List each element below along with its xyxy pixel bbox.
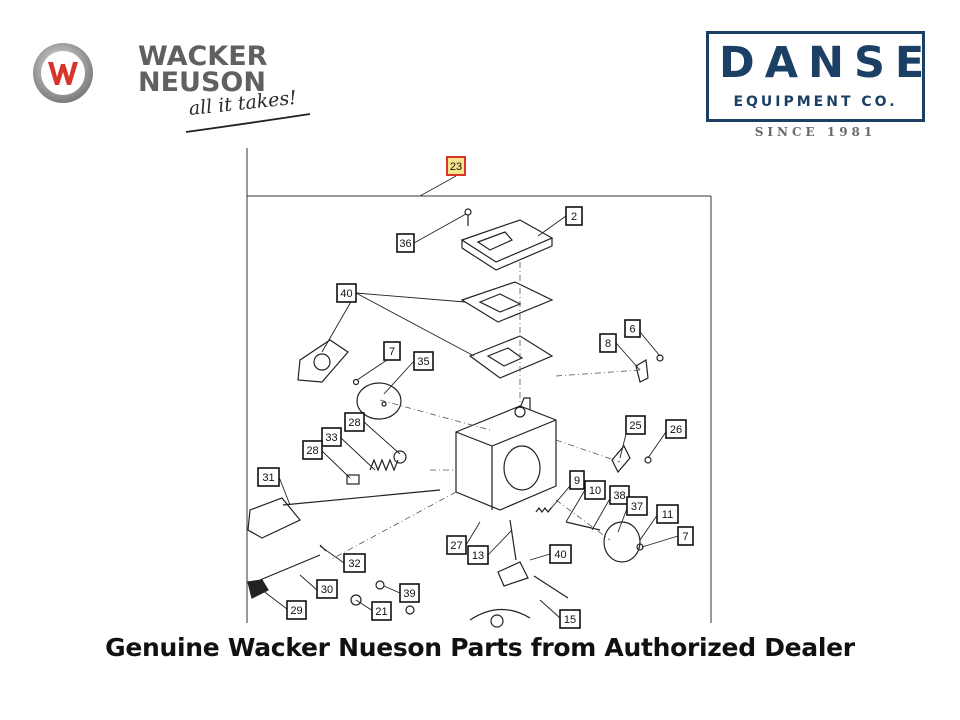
part-callout-26: 26 xyxy=(665,419,687,439)
part-callout-label: 29 xyxy=(290,605,302,617)
part-callout-label: 26 xyxy=(670,424,682,436)
part-callout-28: 28 xyxy=(302,440,323,460)
part-callout-40: 40 xyxy=(549,544,572,564)
part-callout-label: 9 xyxy=(574,475,580,487)
part-callout-label: 28 xyxy=(306,445,318,457)
parts-drawing xyxy=(247,208,664,628)
part-callout-label: 21 xyxy=(375,606,387,618)
part-callout-38: 38 xyxy=(609,485,630,505)
part-callout-label: 10 xyxy=(589,485,601,497)
footer-tagline: Genuine Wacker Nueson Parts from Authori… xyxy=(105,633,855,662)
part-callout-label: 36 xyxy=(399,238,411,250)
part-callout-label: 37 xyxy=(631,501,643,513)
part-callout-7: 7 xyxy=(383,341,401,361)
dealer-name: DANSE xyxy=(719,38,935,88)
part-callout-15: 15 xyxy=(559,609,581,629)
part-callout-label: 30 xyxy=(321,584,333,596)
part-callout-label: 7 xyxy=(682,531,688,543)
part-callout-9: 9 xyxy=(569,470,585,490)
part-callout-label: 11 xyxy=(662,509,673,521)
assembly-guide-lines xyxy=(329,262,641,561)
part-callout-label: 33 xyxy=(325,432,337,444)
part-callout-13: 13 xyxy=(467,545,489,565)
part-callout-31: 31 xyxy=(257,467,280,487)
part-callout-10: 10 xyxy=(584,480,606,500)
part-callout-25: 25 xyxy=(625,415,646,435)
part-callout-label: 15 xyxy=(564,614,576,626)
part-callout-label: 28 xyxy=(348,417,360,429)
part-callout-23: 23 xyxy=(446,156,466,176)
part-callout-39: 39 xyxy=(399,583,420,603)
part-callout-6: 6 xyxy=(624,319,641,338)
part-callout-label: 2 xyxy=(571,211,577,223)
part-callout-label: 13 xyxy=(472,550,484,562)
part-callout-28: 28 xyxy=(344,412,365,432)
part-callout-label: 23 xyxy=(450,161,462,173)
part-callout-11: 11 xyxy=(656,504,679,524)
part-callout-label: 31 xyxy=(262,472,274,484)
part-callout-label: 32 xyxy=(348,558,360,570)
part-callout-label: 7 xyxy=(389,346,395,358)
part-callout-label: 40 xyxy=(554,549,566,561)
part-callout-label: 39 xyxy=(403,588,415,600)
part-callout-40: 40 xyxy=(336,283,357,303)
dealer-logo: DANSE EQUIPMENT CO. xyxy=(706,31,925,122)
part-callout-label: 40 xyxy=(340,288,352,300)
brand-name-line2: NEUSON xyxy=(138,67,266,98)
callout-leader-lines xyxy=(261,213,679,619)
part-callout-37: 37 xyxy=(626,496,648,516)
callout-labels: 23 36 2 40 6 8 7 35 25 26 28 33 28 31 9 10 38 37 11 7 27 13 40… xyxy=(257,156,694,629)
part-callout-label: 25 xyxy=(629,420,641,432)
part-callout-label: 6 xyxy=(629,324,635,336)
wacker-neuson-wordmark: WACKER NEUSON xyxy=(138,41,268,98)
part-callout-label: 27 xyxy=(450,540,462,552)
dealer-subtitle: EQUIPMENT CO. xyxy=(733,94,898,110)
diagram-frame xyxy=(246,148,712,623)
part-callout-label: 35 xyxy=(417,356,429,368)
wacker-neuson-emblem-icon xyxy=(33,43,93,103)
part-callout-21: 21 xyxy=(371,601,392,621)
part-callout-36: 36 xyxy=(396,233,415,253)
tagline-swoosh-icon xyxy=(185,113,311,133)
part-callout-35: 35 xyxy=(413,351,434,371)
part-callout-30: 30 xyxy=(316,579,338,599)
part-callout-32: 32 xyxy=(343,553,366,573)
part-callout-2: 2 xyxy=(565,206,583,226)
part-callout-8: 8 xyxy=(599,333,617,353)
part-callout-27: 27 xyxy=(446,535,467,555)
part-callout-label: 8 xyxy=(605,338,611,350)
part-callout-33: 33 xyxy=(321,427,342,447)
part-callout-29: 29 xyxy=(286,600,307,620)
brand-name-line1: WACKER xyxy=(138,41,268,72)
dealer-since: SINCE 1981 xyxy=(754,125,877,139)
part-callout-7: 7 xyxy=(677,526,694,546)
part-callout-label: 38 xyxy=(613,490,625,502)
